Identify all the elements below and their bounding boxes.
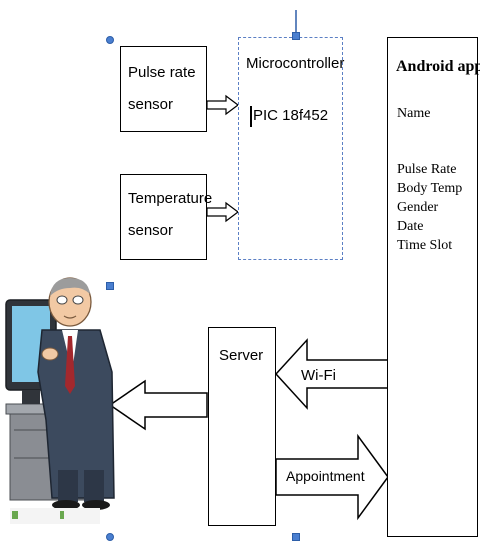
pulse-sensor-label-line2: sensor: [128, 95, 173, 115]
android-field-time-slot: Time Slot: [397, 236, 462, 255]
android-field-pulse-rate: Pulse Rate: [397, 160, 462, 179]
selection-handle-bottom-left[interactable]: [106, 533, 114, 541]
server-label: Server: [219, 346, 263, 366]
android-app-title: Android app: [396, 57, 480, 77]
selection-handle-top-center[interactable]: [292, 32, 300, 40]
microcontroller-title: Microcontroller: [246, 54, 344, 74]
text-cursor: [250, 106, 252, 127]
android-field-body-temp: Body Temp: [397, 179, 462, 198]
android-field-gender: Gender: [397, 198, 462, 217]
pulse-to-mcu-arrow: [207, 96, 238, 114]
selection-handle-top-left[interactable]: [106, 36, 114, 44]
pulse-rate-sensor-box[interactable]: [120, 46, 207, 132]
server-to-doctor-arrow: [110, 381, 207, 429]
appointment-label: Appointment: [286, 466, 365, 486]
android-field-list: Pulse Rate Body Temp Gender Date Time Sl…: [397, 160, 462, 255]
selection-handle-bottom-center[interactable]: [292, 533, 300, 541]
temp-sensor-label-line1: Temperature: [128, 189, 212, 209]
microcontroller-model: PIC 18f452: [253, 106, 328, 126]
wifi-label: Wi-Fi: [301, 366, 336, 386]
pulse-sensor-label-line1: Pulse rate: [128, 63, 196, 83]
temp-sensor-label-line2: sensor: [128, 221, 173, 241]
android-field-date: Date: [397, 217, 462, 236]
temperature-sensor-box[interactable]: [120, 174, 207, 260]
doctor-clipart: [6, 278, 114, 524]
android-name-field: Name: [397, 104, 430, 124]
selection-handle-middle-left[interactable]: [106, 282, 114, 290]
